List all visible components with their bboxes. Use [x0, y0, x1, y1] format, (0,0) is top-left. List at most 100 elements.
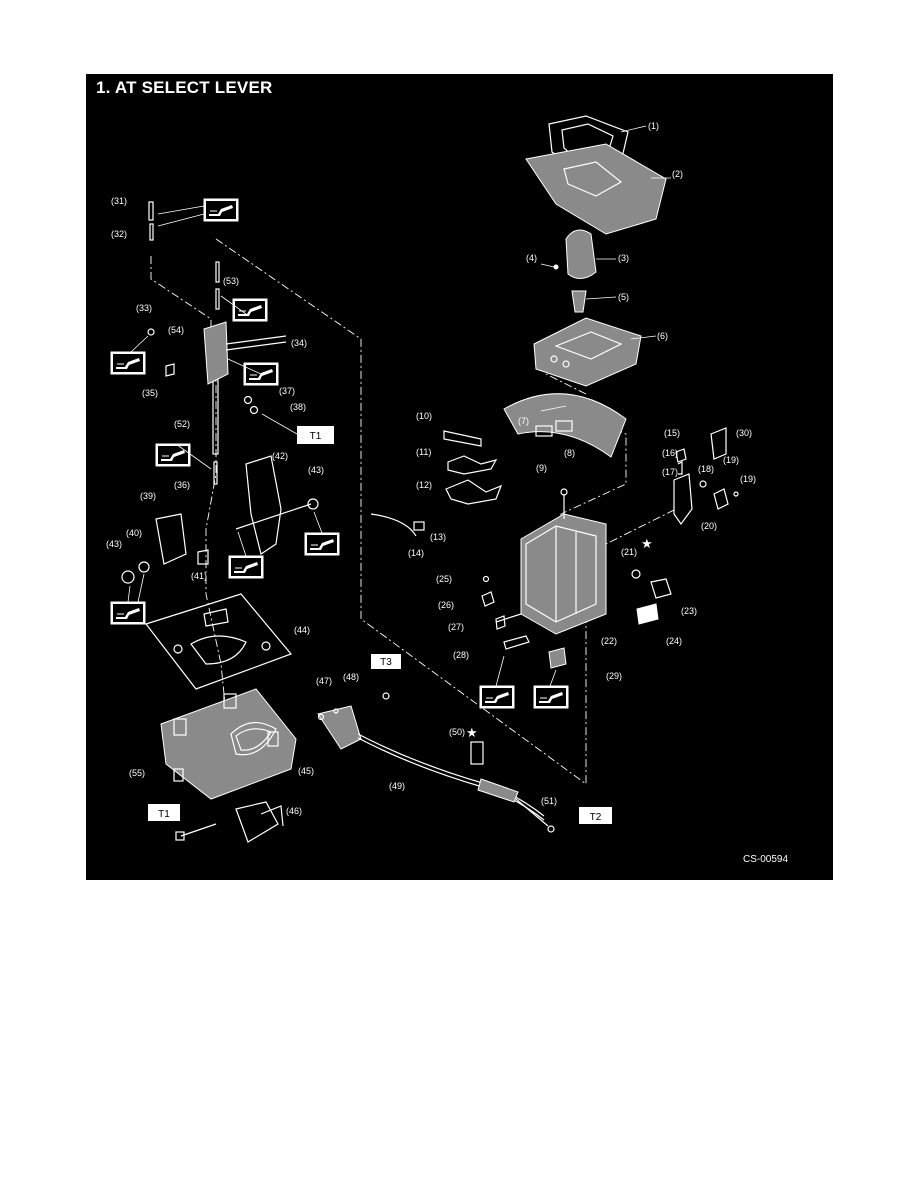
- part-label: (24): [666, 636, 682, 646]
- grease-applicator-icon: [533, 685, 569, 709]
- part-47-51-select-cable: [317, 692, 555, 833]
- grease-applicator-icon: [228, 555, 264, 579]
- part-label: (2): [672, 169, 683, 179]
- part-label: (44): [294, 625, 310, 635]
- part-label: (40): [126, 528, 142, 538]
- part-5-knob-boot: [571, 290, 617, 313]
- part-label: (4): [526, 253, 537, 263]
- diagram-title: 1. AT SELECT LEVER: [96, 78, 273, 97]
- torque-box-t1-lower: T1: [148, 804, 180, 821]
- part-label: (51): [541, 796, 557, 806]
- part-label: (12): [416, 480, 432, 490]
- torque-box-t3: T3: [371, 654, 401, 669]
- part-label: (54): [168, 325, 184, 335]
- part-label: (48): [343, 672, 359, 682]
- part-label: (22): [601, 636, 617, 646]
- svg-text:T2: T2: [590, 812, 602, 823]
- part-45-base-plate: [160, 688, 297, 800]
- part-label: (39): [140, 491, 156, 501]
- part-label: (45): [298, 766, 314, 776]
- part-13-14-wire: [370, 513, 425, 537]
- part-label: (15): [664, 428, 680, 438]
- part-labels: (1) (2) (3) (4) (5) (6) (7) (8) (9) (10)…: [106, 121, 756, 816]
- part-label: (20): [701, 521, 717, 531]
- part-label: (37): [279, 386, 295, 396]
- part-label: (34): [291, 338, 307, 348]
- part-label: (42): [272, 451, 288, 461]
- grease-applicator-icon: [304, 532, 340, 556]
- part-label: (13): [430, 532, 446, 542]
- part-label: (47): [316, 676, 332, 686]
- part-label: (30): [736, 428, 752, 438]
- star-mark: ★: [641, 536, 653, 551]
- part-label: (38): [290, 402, 306, 412]
- part-label: (25): [436, 574, 452, 584]
- part-8-9-pads: [535, 420, 573, 437]
- part-label: (32): [111, 229, 127, 239]
- part-2-console-panel: [525, 143, 671, 235]
- star-mark: ★: [466, 725, 478, 740]
- part-label: (10): [416, 411, 432, 421]
- part-label: (16): [662, 448, 678, 458]
- diagram-panel: 1. AT SELECT LEVER: [86, 74, 833, 880]
- part-label: (53): [223, 276, 239, 286]
- part-label: (50): [449, 727, 465, 737]
- part-46-bracket: [175, 801, 284, 843]
- part-label: (43): [308, 465, 324, 475]
- part-label: (27): [448, 622, 464, 632]
- grease-applicator-icon: [232, 298, 268, 322]
- part-15-30-switch-parts: [673, 427, 739, 526]
- part-label: (19): [723, 455, 739, 465]
- svg-text:T1: T1: [158, 809, 170, 820]
- part-label: (49): [389, 781, 405, 791]
- figure-code: CS-00594: [743, 854, 788, 865]
- part-label: (1): [648, 121, 659, 131]
- part-44-gasket: [145, 593, 293, 690]
- torque-box-t2: T2: [579, 807, 612, 824]
- part-label: (21): [621, 547, 637, 557]
- part-label: (8): [564, 448, 575, 458]
- part-label: (55): [129, 768, 145, 778]
- part-54-lever-plate: [147, 321, 287, 415]
- part-label: (31): [111, 196, 127, 206]
- part-label: (43): [106, 539, 122, 549]
- part-6-indicator-housing: [533, 317, 657, 387]
- part-label: (17): [662, 467, 678, 477]
- part-label: (29): [606, 671, 622, 681]
- part-label: (52): [174, 419, 190, 429]
- part-label: (36): [174, 480, 190, 490]
- part-7-slide-plate: [503, 393, 627, 458]
- part-label: (23): [681, 606, 697, 616]
- grease-applicator-icon: [155, 443, 191, 467]
- part-label: (26): [438, 600, 454, 610]
- grease-applicator-icon: [203, 198, 239, 222]
- part-label: (18): [698, 464, 714, 474]
- part-label: (41): [191, 571, 207, 581]
- torque-box-t1-upper: T1: [261, 413, 334, 444]
- part-10-11-12-detent-plates: [443, 430, 503, 505]
- part-label: (7): [518, 416, 529, 426]
- part-label: (28): [453, 650, 469, 660]
- exploded-view-diagram: T1 T3 T2 T1 ★ ★ (1) (2) (3) (4) (5) (6) …: [106, 115, 788, 865]
- alignment-line-main: [215, 238, 677, 785]
- part-label: (6): [657, 331, 668, 341]
- part-label: (19): [740, 474, 756, 484]
- alignment-line-left: [150, 256, 232, 765]
- grease-applicator-icon: [479, 685, 515, 709]
- grease-applicator-icon: [110, 601, 146, 625]
- part-3-select-knob: [540, 229, 616, 279]
- part-label: (11): [416, 447, 431, 457]
- svg-text:T3: T3: [380, 657, 392, 668]
- part-label: (5): [618, 292, 629, 302]
- part-label: (46): [286, 806, 302, 816]
- part-21-29-small-parts: [481, 569, 672, 669]
- part-label: (14): [408, 548, 424, 558]
- part-label: (3): [618, 253, 629, 263]
- part-22-select-lever-body: [520, 488, 607, 635]
- part-label: (35): [142, 388, 158, 398]
- part-39-43-linkage: [121, 455, 319, 584]
- grease-applicator-icon: [110, 351, 146, 375]
- part-label: (9): [536, 463, 547, 473]
- part-label: (33): [136, 303, 152, 313]
- svg-text:T1: T1: [310, 431, 322, 442]
